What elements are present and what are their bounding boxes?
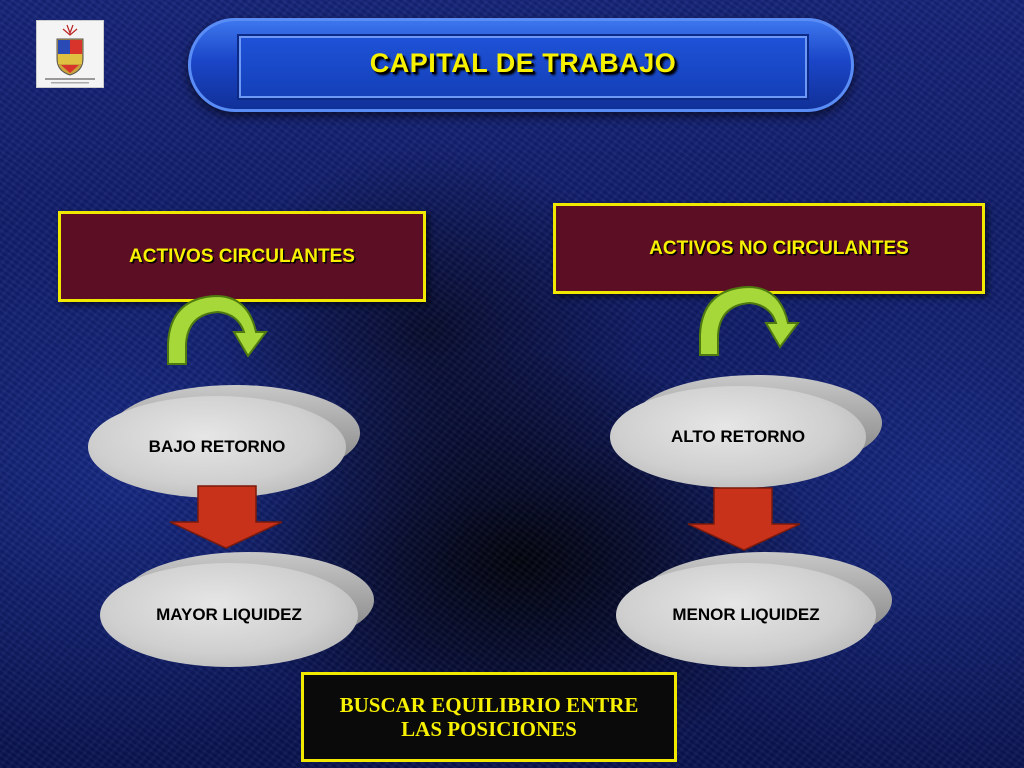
conclusion-text: BUSCAR EQUILIBRIO ENTRE LAS POSICIONES (339, 693, 639, 741)
institution-logo (36, 20, 104, 88)
left-header-box: ACTIVOS CIRCULANTES (58, 211, 426, 302)
left-down-arrow (169, 485, 283, 549)
left-upper-label: BAJO RETORNO (148, 437, 286, 456)
left-curved-arrow (167, 294, 268, 365)
right-lower-label: MENOR LIQUIDEZ (672, 605, 820, 624)
right-upper-label: ALTO RETORNO (670, 427, 806, 446)
right-header-label: ACTIVOS NO CIRCULANTES (649, 237, 909, 259)
conclusion-box: BUSCAR EQUILIBRIO ENTRE LAS POSICIONES (301, 672, 677, 762)
page-title: CAPITAL DE TRABAJO (369, 47, 677, 78)
right-header-box: ACTIVOS NO CIRCULANTES (553, 203, 985, 294)
left-header-label: ACTIVOS CIRCULANTES (129, 245, 355, 267)
right-curved-arrow (699, 285, 800, 356)
right-down-arrow (687, 487, 801, 551)
left-lower-label: MAYOR LIQUIDEZ (156, 605, 302, 624)
title-frame: CAPITAL DE TRABAJO (237, 34, 809, 100)
